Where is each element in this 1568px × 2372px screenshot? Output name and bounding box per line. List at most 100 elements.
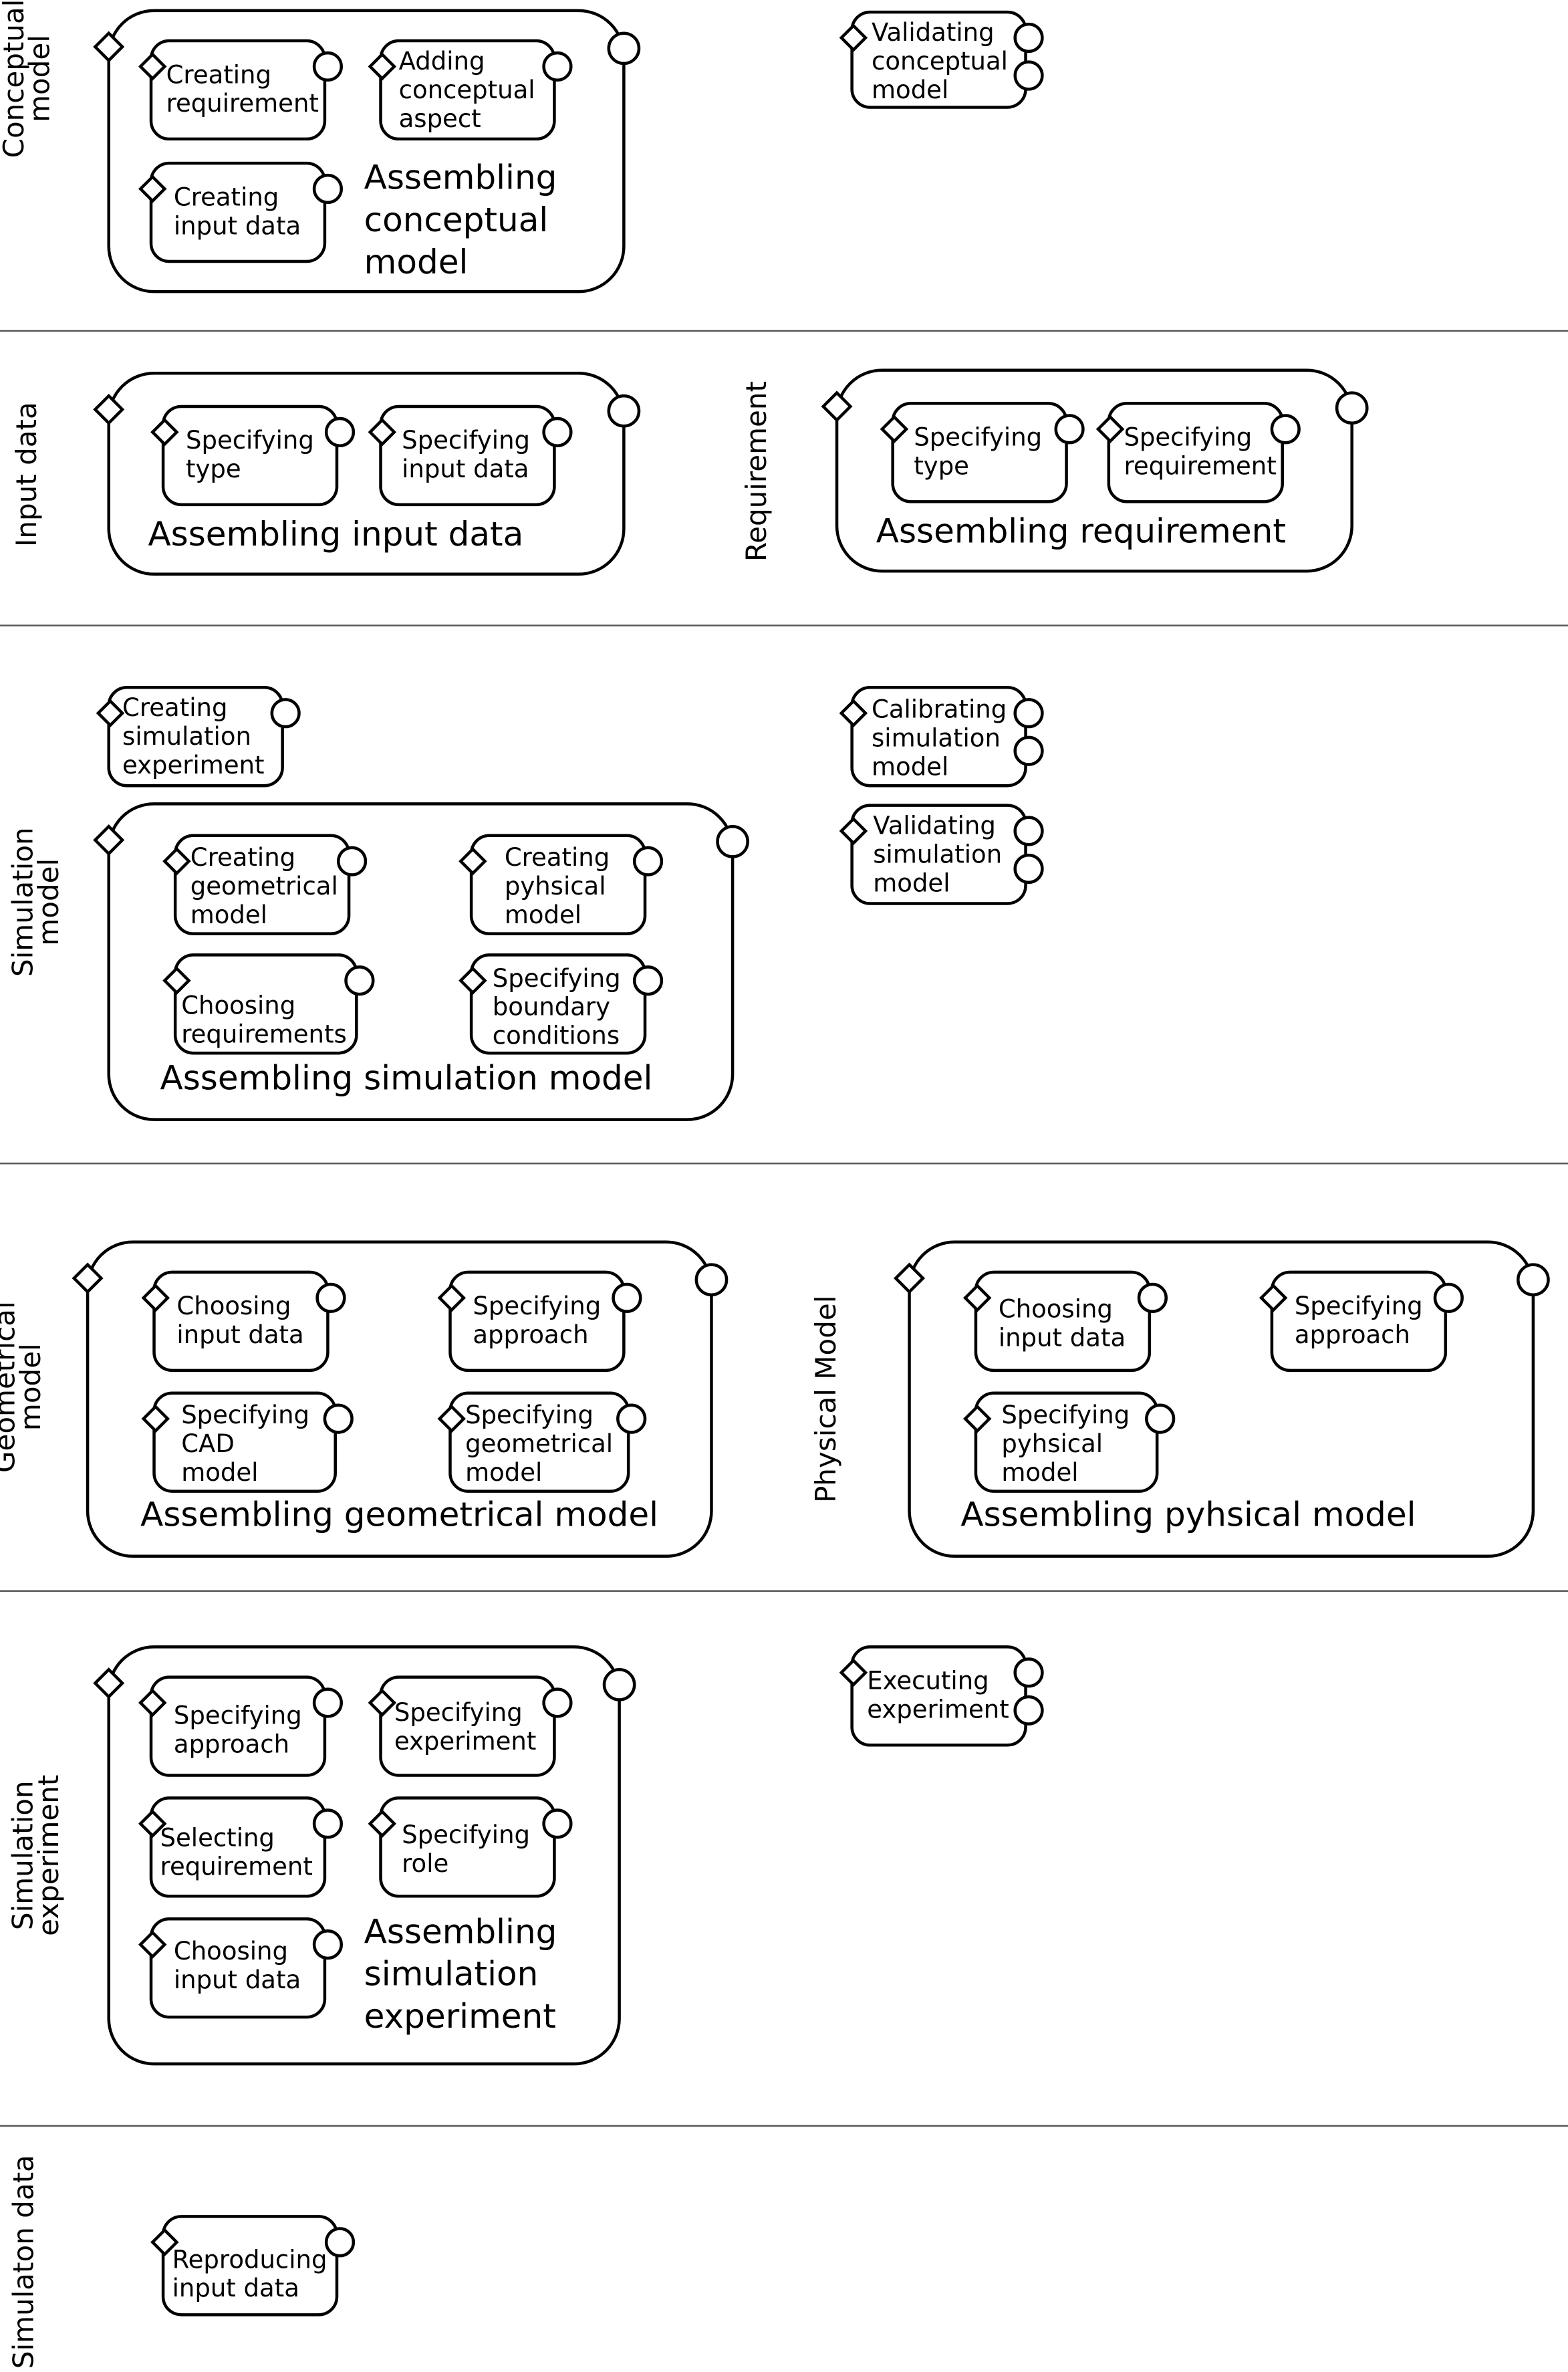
choosing-requirements-input-diamond [162, 966, 191, 995]
creating-input-data-label-line: input data [174, 211, 301, 240]
creating-input-data-output-circle [312, 173, 344, 205]
creating-requirement-label-line: requirement [166, 89, 319, 118]
specifying-experiment-label-line: Specifying [394, 1698, 523, 1727]
creating-simulation-experiment-label-line: Creating [122, 693, 227, 722]
specifying-approach-geo-label-line: Specifying [473, 1292, 601, 1320]
specifying-requirement-box [1107, 402, 1284, 503]
lane-label-line: model [32, 858, 65, 946]
validating-simulation-model-output-circle [1013, 816, 1044, 846]
specifying-requirement-label-line: Specifying [1124, 423, 1252, 452]
specifying-requirement-label-line: requirement [1124, 452, 1276, 481]
executing-experiment-label-line: experiment [867, 1695, 1009, 1724]
specifying-approach-exp-box [149, 1675, 327, 1777]
lane-label-geometrical: Geometricalmodel [0, 1301, 47, 1473]
specifying-approach-exp-label-line: approach [174, 1730, 289, 1759]
specifying-approach-exp-output-circle [312, 1687, 344, 1718]
specifying-boundary-conditions-label-line: boundary [493, 993, 610, 1022]
assembling-requirement-output-circle [1335, 391, 1369, 425]
specifying-type-input-label-line: Specifying [186, 426, 314, 455]
assembling-input-data-output-circle [607, 394, 641, 428]
validating-conceptual-model-label-line: conceptual [872, 47, 1008, 76]
lane-label-line: Simulation [7, 827, 39, 977]
lane-label-line: experiment [32, 1775, 65, 1936]
specifying-pyhsical-model-label-line: model [1001, 1458, 1078, 1487]
specifying-pyhsical-model-label-line: pyhsical [1001, 1429, 1103, 1458]
lane-label-line: Input data [10, 402, 43, 547]
validating-simulation-model-box [850, 804, 1027, 905]
specifying-approach-phys-output-circle [1433, 1282, 1464, 1313]
assembling-simulation-experiment-output-circle [602, 1668, 636, 1701]
creating-pyhsical-model-label-line: model [505, 901, 581, 929]
specifying-pyhsical-model-input-diamond [962, 1404, 992, 1433]
executing-experiment-output-circle-2 [1013, 1695, 1044, 1726]
specifying-cad-model-label-line: Specifying [181, 1401, 309, 1429]
lane-label-text: Simulationexperiment [7, 1775, 65, 1936]
assembling-requirement-title: Assembling requirement [876, 511, 1286, 550]
creating-geometrical-model-label-line: Creating [190, 843, 295, 872]
creating-simulation-experiment-label-line: simulation [122, 722, 251, 751]
lane-label-text: Conceptualmodel [0, 0, 55, 158]
adding-conceptual-aspect-label-line: Adding [399, 47, 485, 76]
assembling-simulation-experiment-title-line: Assembling [364, 1912, 557, 1951]
choosing-input-data-phys-label-line: input data [999, 1324, 1126, 1352]
assembling-simulation-model-title: Assembling simulation model [160, 1058, 653, 1097]
specifying-boundary-conditions-input-diamond [459, 966, 487, 995]
specifying-geometrical-model-output-circle [616, 1403, 647, 1434]
creating-input-data-input-diamond [138, 174, 167, 203]
reproducing-input-data-input-diamond [150, 2228, 179, 2257]
assembling-requirement-input-diamond [821, 390, 853, 423]
specifying-role-box [379, 1796, 556, 1898]
assembling-geometrical-model-title-line: Assembling geometrical model [140, 1496, 658, 1534]
specifying-approach-geo-input-diamond [437, 1284, 467, 1312]
creating-pyhsical-model-label-line: Creating [505, 843, 610, 872]
specifying-type-req-label-line: type [914, 452, 969, 481]
creating-pyhsical-model-input-diamond [459, 846, 487, 876]
choosing-requirements-box [173, 953, 358, 1055]
lane-label-line: model [23, 35, 55, 122]
reproducing-input-data-box [161, 2215, 339, 2317]
specifying-geometrical-model-input-diamond [437, 1404, 467, 1433]
